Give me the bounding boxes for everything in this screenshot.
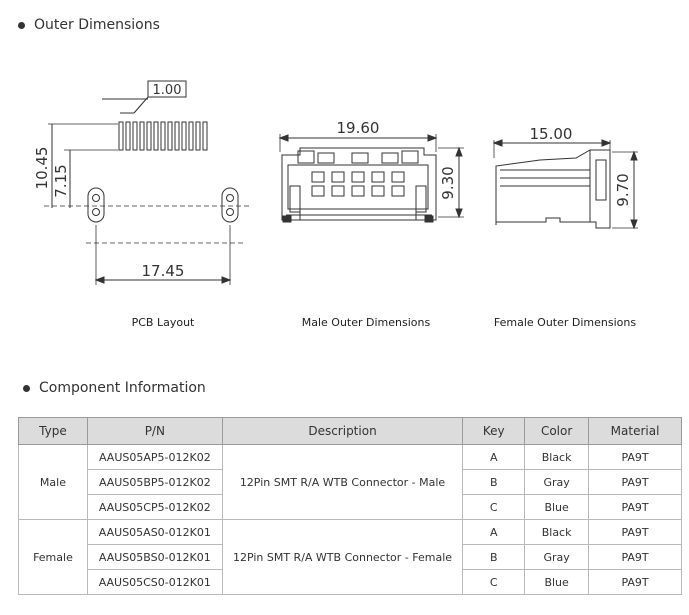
type-cell: Male — [18, 444, 88, 520]
left-slot-hole — [87, 187, 105, 223]
table-row: AAUS05BS0-012K01 B Gray PA9T — [19, 544, 682, 570]
pn-cell: AAUS05AS0-012K01 — [86, 519, 223, 545]
description-cell: 12Pin SMT R/A WTB Connector - Female — [221, 519, 464, 595]
pn-cell: AAUS05BP5-012K02 — [86, 469, 223, 495]
header-pn: P/N — [86, 417, 223, 445]
color-cell: Blue — [524, 569, 590, 595]
material-cell: PA9T — [588, 494, 682, 520]
material-cell: PA9T — [588, 544, 682, 570]
pn-cell: AAUS05BS0-012K01 — [86, 544, 223, 570]
material-cell: PA9T — [588, 569, 682, 595]
color-cell: Black — [524, 519, 590, 545]
table-row: AAUS05BP5-012K02 B Gray PA9T — [19, 469, 682, 495]
female-width-label: 15.00 — [530, 125, 573, 143]
bullet-icon — [18, 21, 25, 29]
header-material: Material — [588, 417, 682, 445]
female-connector-drawing — [492, 139, 612, 229]
pn-cell: AAUS05CP5-012K02 — [86, 494, 223, 520]
material-cell: PA9T — [588, 444, 682, 470]
component-information-title: Component Information — [39, 380, 206, 396]
pcb-pads — [118, 121, 208, 151]
header-description: Description — [221, 417, 464, 445]
female-height-label: 9.70 — [614, 173, 632, 206]
type-cell: Female — [18, 519, 88, 595]
pcb-width-label: 17.45 — [142, 262, 185, 280]
header-color: Color — [524, 417, 590, 445]
pitch-label-box — [147, 80, 187, 98]
table-row: Male AAUS05AP5-012K02 12Pin SMT R/A WTB … — [18, 444, 682, 520]
header-key: Key — [462, 417, 526, 445]
header-type: Type — [18, 417, 88, 445]
male-width-label: 19.60 — [337, 119, 380, 137]
key-cell: C — [462, 569, 526, 595]
bullet-icon — [23, 384, 30, 392]
component-table: Type P/N Description Key Color Material … — [18, 417, 682, 595]
material-cell: PA9T — [588, 519, 682, 545]
color-cell: Black — [524, 444, 590, 470]
table-header-row: Type P/N Description Key Color Material — [18, 417, 682, 445]
key-cell: C — [462, 494, 526, 520]
table-row: AAUS05CS0-012K01 C Blue PA9T — [19, 569, 682, 595]
color-cell: Gray — [524, 544, 590, 570]
outer-dimensions-drawings: 1.00 — [33, 80, 638, 285]
material-cell: PA9T — [588, 469, 682, 495]
key-cell: A — [462, 444, 526, 470]
male-connector-drawing — [278, 134, 464, 223]
key-cell: B — [462, 469, 526, 495]
component-information-heading: Component Information — [23, 380, 206, 396]
pn-cell: AAUS05AP5-012K02 — [86, 444, 223, 470]
color-cell: Gray — [524, 469, 590, 495]
outer-dimensions-heading: Outer Dimensions — [18, 17, 160, 33]
pcb-height-total-label: 10.45 — [33, 147, 51, 190]
female-outer-caption: Female Outer Dimensions — [493, 316, 637, 329]
pcb-layout-drawing: 1.00 — [44, 80, 250, 285]
table-row: Female AAUS05AS0-012K01 12Pin SMT R/A WT… — [18, 519, 682, 595]
male-height-label: 9.30 — [439, 166, 457, 199]
description-cell: 12Pin SMT R/A WTB Connector - Male — [221, 444, 464, 520]
key-cell: B — [462, 544, 526, 570]
pcb-layout-caption: PCB Layout — [131, 316, 195, 329]
pcb-pitch-label: 1.00 — [153, 83, 182, 98]
right-slot-hole — [221, 187, 239, 223]
male-outer-caption: Male Outer Dimensions — [301, 316, 431, 329]
pcb-height-partial-label: 7.15 — [52, 164, 70, 197]
outer-dimensions-title: Outer Dimensions — [34, 17, 160, 33]
color-cell: Blue — [524, 494, 590, 520]
pn-cell: AAUS05CS0-012K01 — [86, 569, 223, 595]
key-cell: A — [462, 519, 526, 545]
